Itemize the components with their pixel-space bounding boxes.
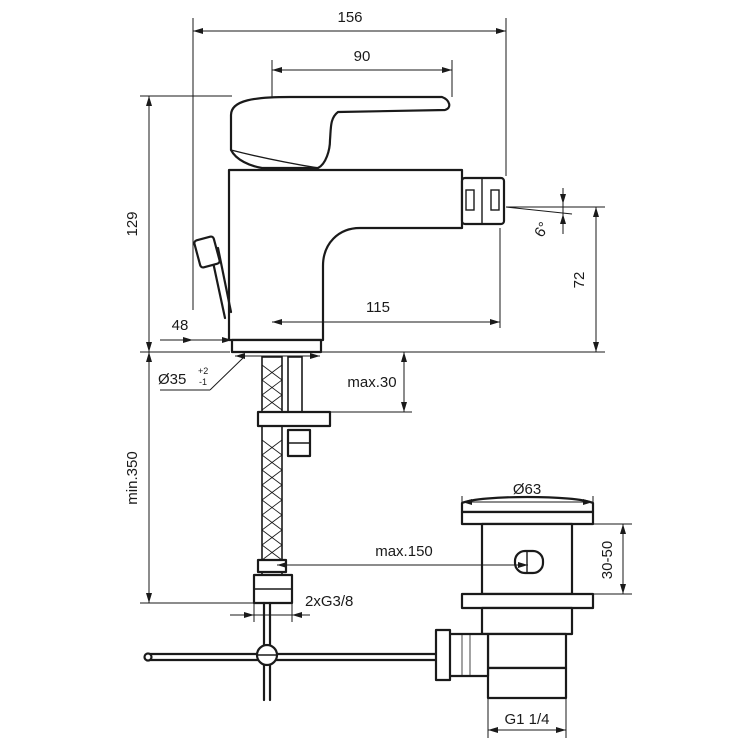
spout-height-label: 72: [571, 272, 588, 289]
hole-diameter-tol-plus: +2: [198, 366, 208, 376]
threaded-rod: [287, 356, 303, 416]
waste-diameter-label: Ø63: [513, 481, 541, 498]
hose-connector: [252, 558, 294, 605]
pop-up-rod: [193, 235, 233, 320]
spout-reach-label: 115: [366, 299, 390, 316]
connections-label: 2xG3/8: [305, 593, 353, 610]
total-length-label: 156: [337, 9, 362, 26]
lever-length-label: 90: [354, 48, 371, 65]
hole-diameter-tol-minus: -1: [199, 377, 207, 387]
hole-diameter-main: Ø35: [158, 371, 186, 388]
pop-up-linkage: [143, 601, 444, 702]
hole-diameter-label: Ø35 +2 -1: [158, 366, 208, 388]
max-rod-distance-label: max.150: [375, 543, 433, 560]
lever-handle: [229, 95, 451, 170]
waste-fitting: [434, 495, 595, 700]
dimension-lines: [140, 18, 632, 738]
min-hose-length-label: min.350: [124, 451, 141, 504]
total-height-label: 129: [124, 211, 141, 236]
max-thickness-label: max.30: [347, 374, 396, 391]
waste-thread-label: G1 1/4: [504, 711, 549, 728]
supply-hose-left: [261, 356, 283, 576]
rod-offset-label: 48: [172, 317, 189, 334]
fixing-bracket: [256, 410, 332, 458]
mixer-body: [227, 168, 506, 354]
spout-angle-label: 6°: [531, 219, 553, 240]
waste-height-label: 30-50: [599, 541, 616, 579]
